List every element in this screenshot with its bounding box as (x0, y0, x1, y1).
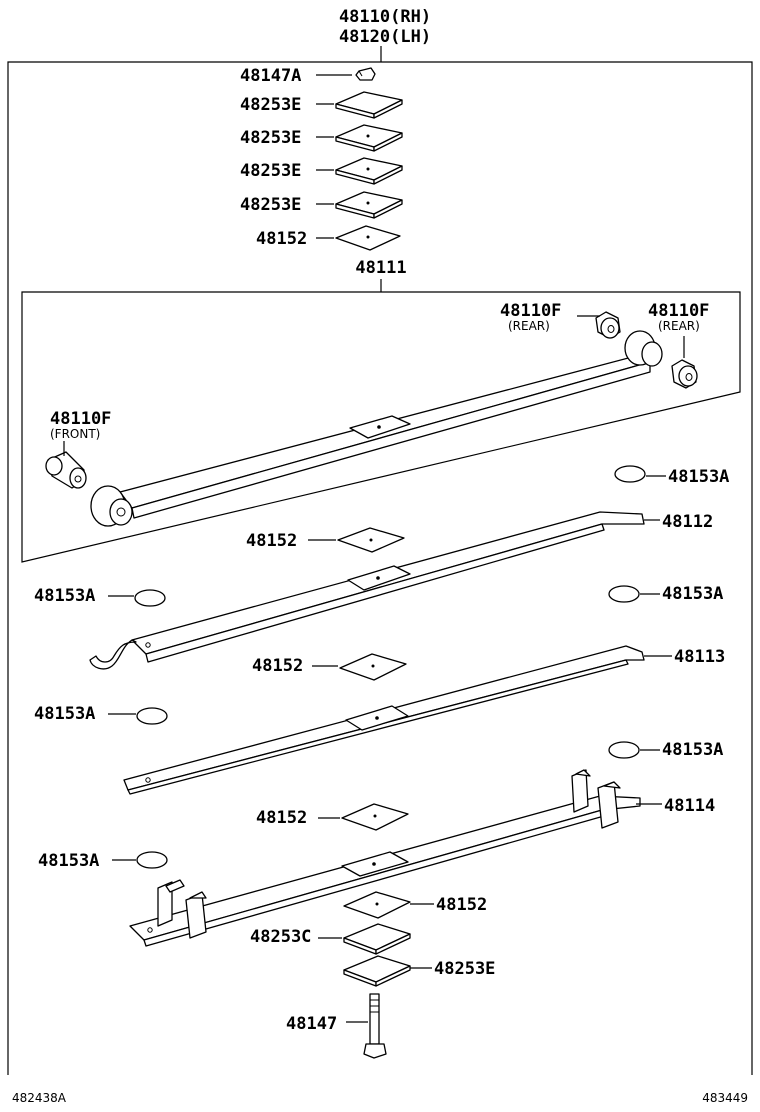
assembly-lh-label: 48120(LH) (339, 27, 431, 47)
label-48153a-r2: 48153A (662, 584, 723, 604)
bushing-icon (671, 359, 698, 389)
bushing-icon (45, 451, 87, 489)
label-48110f-rear2: 48110F (648, 301, 709, 321)
disc-icon (134, 589, 166, 607)
label-48153a-l2: 48153A (34, 704, 95, 724)
bushing-icon (595, 311, 621, 339)
label-48113: 48113 (674, 647, 725, 667)
insert-pad-icon (337, 527, 405, 553)
plate-icon (343, 923, 411, 955)
assembly-rh-label: 48110(RH) (339, 7, 431, 27)
insert-pad-icon (335, 225, 401, 251)
main-leaf-frame (21, 291, 741, 563)
disc-icon (136, 707, 168, 725)
label-48253e-2: 48253E (240, 128, 301, 148)
label-48253e-3: 48253E (240, 161, 301, 181)
label-48253e-4: 48253E (240, 195, 301, 215)
leaf-spring-icon (90, 330, 663, 527)
label-rear2-sub: (REAR) (658, 319, 700, 333)
footer-left-code: 482438A (12, 1091, 67, 1105)
label-48147a-top: 48147A (240, 66, 301, 86)
footer-right-code: 483449 (702, 1091, 748, 1105)
insert-pad-icon (339, 653, 407, 681)
plate-icon (335, 157, 403, 185)
label-48152-4: 48152 (256, 808, 307, 828)
label-48112: 48112 (662, 512, 713, 532)
label-48152-2: 48152 (246, 531, 297, 551)
outer-frame (7, 61, 753, 1075)
label-48152-3: 48152 (252, 656, 303, 676)
clip-icon (157, 879, 207, 939)
label-48152-top: 48152 (256, 229, 307, 249)
plate-icon (343, 955, 411, 987)
leaf-spring-icon (129, 795, 641, 947)
label-48153a-r1: 48153A (668, 467, 729, 487)
disc-icon (608, 741, 640, 759)
insert-pad-icon (341, 803, 409, 831)
label-48152-5: 48152 (436, 895, 487, 915)
label-rear1-sub: (REAR) (508, 319, 550, 333)
label-48114: 48114 (664, 796, 715, 816)
label-48153a-l1: 48153A (34, 586, 95, 606)
label-48253e-1: 48253E (240, 95, 301, 115)
label-48153a-r3: 48153A (662, 740, 723, 760)
label-48110f-front: 48110F (50, 409, 111, 429)
leaf-spring-icon (123, 645, 645, 795)
disc-icon (614, 465, 646, 483)
label-48111: 48111 (355, 258, 406, 278)
nut-icon (355, 67, 376, 81)
label-48253e-bottom: 48253E (434, 959, 495, 979)
plate-icon (335, 91, 403, 119)
label-48147-bolt: 48147 (286, 1014, 337, 1034)
label-48253c: 48253C (250, 927, 311, 947)
label-front-sub: (FRONT) (50, 427, 100, 441)
bolt-icon (363, 993, 387, 1059)
label-48153a-l3: 48153A (38, 851, 99, 871)
insert-pad-icon (343, 891, 411, 919)
plate-icon (335, 191, 403, 219)
plate-icon (335, 124, 403, 152)
label-48110f-rear1: 48110F (500, 301, 561, 321)
clip-icon (571, 769, 621, 829)
leaf-spring-icon (89, 511, 645, 670)
disc-icon (136, 851, 168, 869)
disc-icon (608, 585, 640, 603)
